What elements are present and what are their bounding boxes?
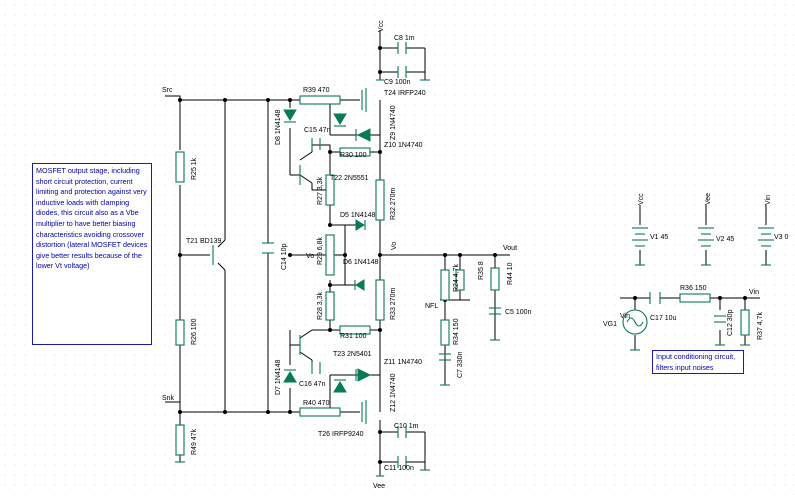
label-r25: R25 1k [191,157,198,180]
label-z11: Z11 1N4740 [384,359,422,366]
label-r32: R32 270m [390,188,397,220]
label-r29: R29 6,8k [317,236,324,265]
label-z10: Z10 1N4740 [384,142,423,149]
diode-symbols [283,109,372,393]
label-c14: C14 10p [281,243,288,270]
label-v2: V2 45 [716,236,734,243]
label-c11: C11 100n [384,465,414,472]
net-label-vin-out: Vin [749,289,759,296]
component-labels: C8 1m C9 100n R39 470 T24 IRFP240 D8 1N4… [186,35,789,472]
capacitor-symbols [262,42,726,468]
voltage-source-symbols [622,227,774,335]
label-c12: C12 30p [727,309,734,336]
label-r24: R24 4,7k [453,263,460,292]
net-label-vee: Vee [373,483,385,490]
label-vee-source: Vee [705,193,712,205]
label-d5: D5 1N4148 [340,212,376,219]
label-t23: T23 2N5401 [333,351,372,358]
label-r40: R40 470 [303,400,330,407]
transistor-symbols [212,88,367,424]
label-r30: R30 100 [340,152,367,159]
wires [165,30,767,476]
label-c16: C16 47n [299,381,326,388]
left-note-text: MOSFET output stage, including short cir… [36,166,148,271]
label-c5: C5 100n [505,309,532,316]
label-v1: V1 45 [650,234,668,241]
label-d7: D7 1N4148 [275,359,282,395]
label-r36: R36 150 [680,285,707,292]
net-label-src: Src [162,87,173,94]
label-c9: C9 100n [384,79,411,86]
net-label-snk: Snk [162,395,175,402]
left-note: MOSFET output stage, including short cir… [32,163,152,345]
label-c7: C7 330n [457,351,464,378]
ground-symbols [175,79,771,477]
label-c10: C10 1m [394,423,419,430]
label-r49: R49 47k [191,428,198,455]
label-r35: R35 8 [478,261,485,280]
label-r39: R39 470 [303,87,330,94]
label-t22: T22 2N5551 [330,175,369,182]
label-r44: R44 10 [507,262,514,285]
label-r31: R31 100 [340,333,367,340]
label-r26: R26 100 [191,318,198,345]
label-r27: R27 3,3k [317,176,324,205]
label-d8: D8 1N4148 [275,109,282,145]
label-r37: R37 4,7k [757,311,764,340]
label-c8: C8 1m [394,35,415,42]
label-c15: C15 47n [304,127,331,134]
label-v3: V3 0 [774,234,789,241]
net-label-vin-src: Vin [620,313,630,320]
net-label-vcc: Vcc [378,20,385,32]
label-z9: Z9 1N4740 [390,105,397,140]
label-c17: C17 10u [650,315,677,322]
label-t21: T21 BD139 [186,238,222,245]
right-note: Input conditioning circuit, filters inpu… [652,350,744,374]
label-z12: Z12 1N4740 [390,373,397,412]
label-vin-source: Vin [765,195,772,205]
net-label-nfl: NFL [425,303,438,310]
label-vg1: VG1 [603,321,617,328]
right-note-text: Input conditioning circuit, filters inpu… [656,352,736,372]
label-r33: R33 270m [390,288,397,320]
label-vcc-source: Vcc [638,193,645,205]
net-label-vout: Vout [503,245,517,252]
net-label-vo-top: Vo [391,242,398,250]
label-d6: D6 1N4148 [343,259,379,266]
label-t26: T26 IRFP9240 [318,431,364,438]
label-r34: R34 150 [453,318,460,345]
resistor-symbols [175,95,750,456]
label-t24: T24 IRFP240 [384,90,426,97]
net-label-vo-mid: Vo [306,253,314,260]
label-r28: R28 3,3k [317,291,324,320]
